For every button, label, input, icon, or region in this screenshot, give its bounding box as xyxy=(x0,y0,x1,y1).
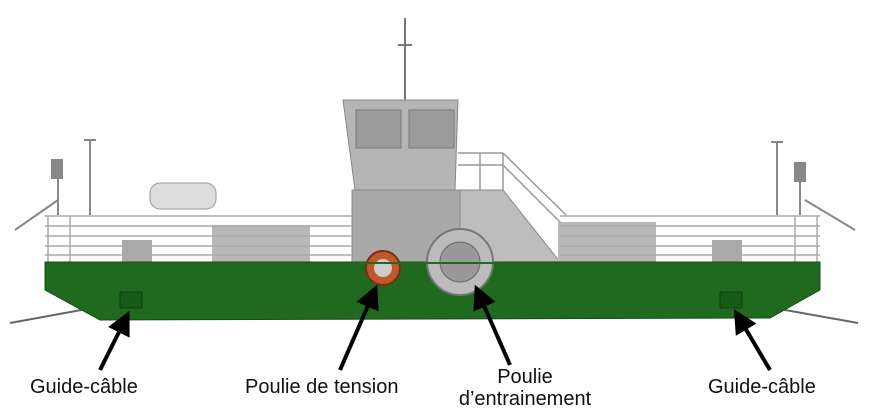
hull xyxy=(44,261,821,321)
deck-railing xyxy=(45,215,820,262)
wheelhouse xyxy=(342,99,459,191)
arrow-cable-guide-right xyxy=(733,309,772,372)
label-drive-pulley-line1: Poulie xyxy=(497,366,553,388)
arrow-cable-guide-left xyxy=(98,310,130,371)
tension-pulley xyxy=(365,250,401,286)
cable-guide-right-mark xyxy=(719,291,743,309)
arrow-tension-pulley xyxy=(338,284,379,371)
label-cable-guide-left: Guide-câble xyxy=(30,376,138,398)
stair-railing xyxy=(458,152,567,229)
mast xyxy=(398,18,412,100)
label-tension-pulley: Poulie de tension xyxy=(245,376,399,398)
pointer-arrows xyxy=(98,284,772,372)
cable-guide-left-mark xyxy=(119,291,143,309)
label-drive-pulley: Poulie d’entrainement xyxy=(440,366,610,410)
label-drive-pulley-line2: d’entrainement xyxy=(458,388,592,410)
life-raft xyxy=(149,182,217,210)
label-cable-guide-right: Guide-câble xyxy=(708,376,816,398)
light-poles xyxy=(14,139,856,231)
arrow-drive-pulley xyxy=(473,284,512,366)
